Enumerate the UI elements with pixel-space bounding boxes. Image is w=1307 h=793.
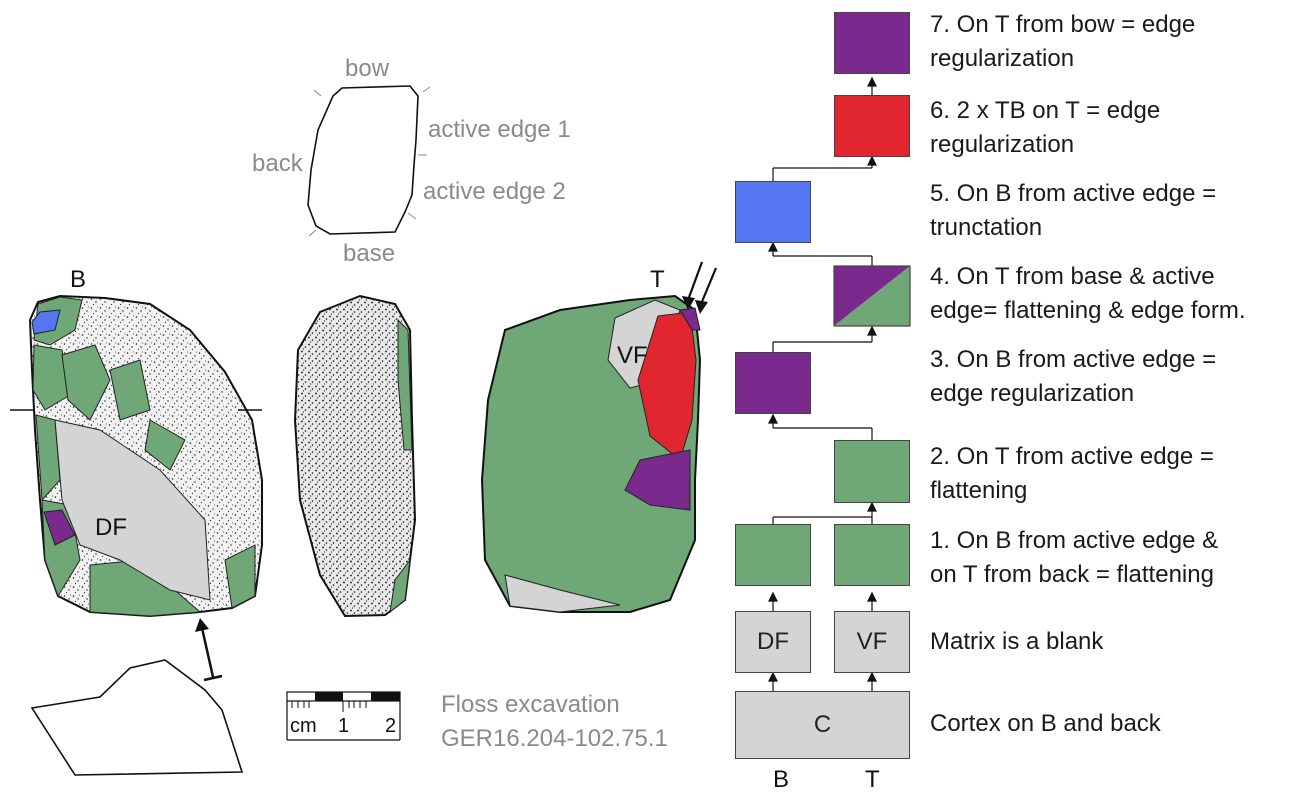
step-3-line-1: 3. On B from active edge =: [930, 346, 1217, 373]
step-2-line-1: 2. On T from active edge =: [930, 443, 1214, 470]
flow-bottom-t-label: T: [865, 766, 880, 793]
sketch-label-active-edge-1: active edge 1: [428, 116, 571, 143]
flow-box-step-3: [735, 352, 811, 414]
base-arrow: [195, 618, 223, 682]
sketch-label-bow: bow: [345, 55, 390, 82]
sketch-label-back: back: [252, 150, 303, 177]
view-label-vf: VF: [617, 342, 648, 369]
sketch-label-active-edge-2: active edge 2: [423, 178, 566, 205]
step-matrix-text: Matrix is a blank: [930, 625, 1302, 659]
scale-bar-unit: cm: [290, 715, 317, 737]
step-1-line-2: on T from back = flattening: [930, 561, 1214, 588]
caption-line-1: Floss excavation: [441, 691, 620, 718]
step-3-line-2: edge regularization: [930, 380, 1135, 407]
flow-box-step-6: [834, 95, 910, 157]
step-6-text: 6. 2 x TB on T = edge regularization: [930, 94, 1302, 162]
caption-line-2: GER16.204-102.75.1: [441, 725, 668, 752]
t-view-drawing: [480, 261, 718, 613]
step-4-text: 4. On T from base & active edge= flatten…: [930, 260, 1302, 328]
scale-bar: [286, 691, 401, 741]
step-5-line-1: 5. On B from active edge =: [930, 180, 1217, 207]
flow-box-step-5: [735, 181, 811, 243]
flow-box-step-2: [834, 440, 910, 503]
cross-section-outline: [30, 659, 244, 776]
flow-bottom-b-label: B: [773, 766, 790, 793]
step-5-text: 5. On B from active edge = trunctation: [930, 177, 1302, 245]
flow-box-step-1-b: [735, 524, 811, 586]
b-view-drawing: [10, 294, 263, 618]
view-label-df: DF: [95, 514, 127, 541]
step-2-line-2: flattening: [930, 477, 1028, 504]
view-label-t: T: [650, 266, 665, 293]
flow-box-step-4: [833, 265, 911, 327]
flow-box-cortex: C: [735, 691, 910, 759]
step-cortex-line-1: Cortex on B and back: [930, 710, 1161, 737]
step-4-line-2: edge= flattening & edge form.: [930, 297, 1246, 324]
step-4-line-1: 4. On T from base & active: [930, 263, 1215, 290]
step-6-line-2: regularization: [930, 131, 1075, 158]
scale-bar-tick-2: 2: [385, 715, 397, 737]
side-view-drawing: [293, 294, 417, 618]
view-label-b: B: [70, 266, 87, 293]
flow-box-step-7: [834, 12, 910, 74]
flow-connectors: [768, 76, 877, 691]
step-7-line-1: 7. On T from bow = edge: [930, 11, 1196, 38]
flow-box-df: DF: [735, 611, 811, 673]
scale-bar-tick-1: 1: [338, 715, 350, 737]
step-5-line-2: trunctation: [930, 214, 1043, 241]
step-cortex-text: Cortex on B and back: [930, 707, 1302, 741]
flow-box-vf: VF: [834, 611, 910, 673]
step-7-text: 7. On T from bow = edge regularization: [930, 8, 1302, 76]
step-matrix-line-1: Matrix is a blank: [930, 628, 1104, 655]
sketch-label-base: base: [343, 240, 396, 267]
step-1-line-1: 1. On B from active edge &: [930, 527, 1219, 554]
step-1-text: 1. On B from active edge & on T from bac…: [930, 524, 1302, 592]
flow-box-step-1-t: [834, 524, 910, 586]
step-6-line-1: 6. 2 x TB on T = edge: [930, 97, 1161, 124]
step-2-text: 2. On T from active edge = flattening: [930, 440, 1302, 508]
step-3-text: 3. On B from active edge = edge regulari…: [930, 343, 1302, 411]
orientation-sketch-outline: [307, 85, 431, 237]
step-7-line-2: regularization: [930, 45, 1075, 72]
